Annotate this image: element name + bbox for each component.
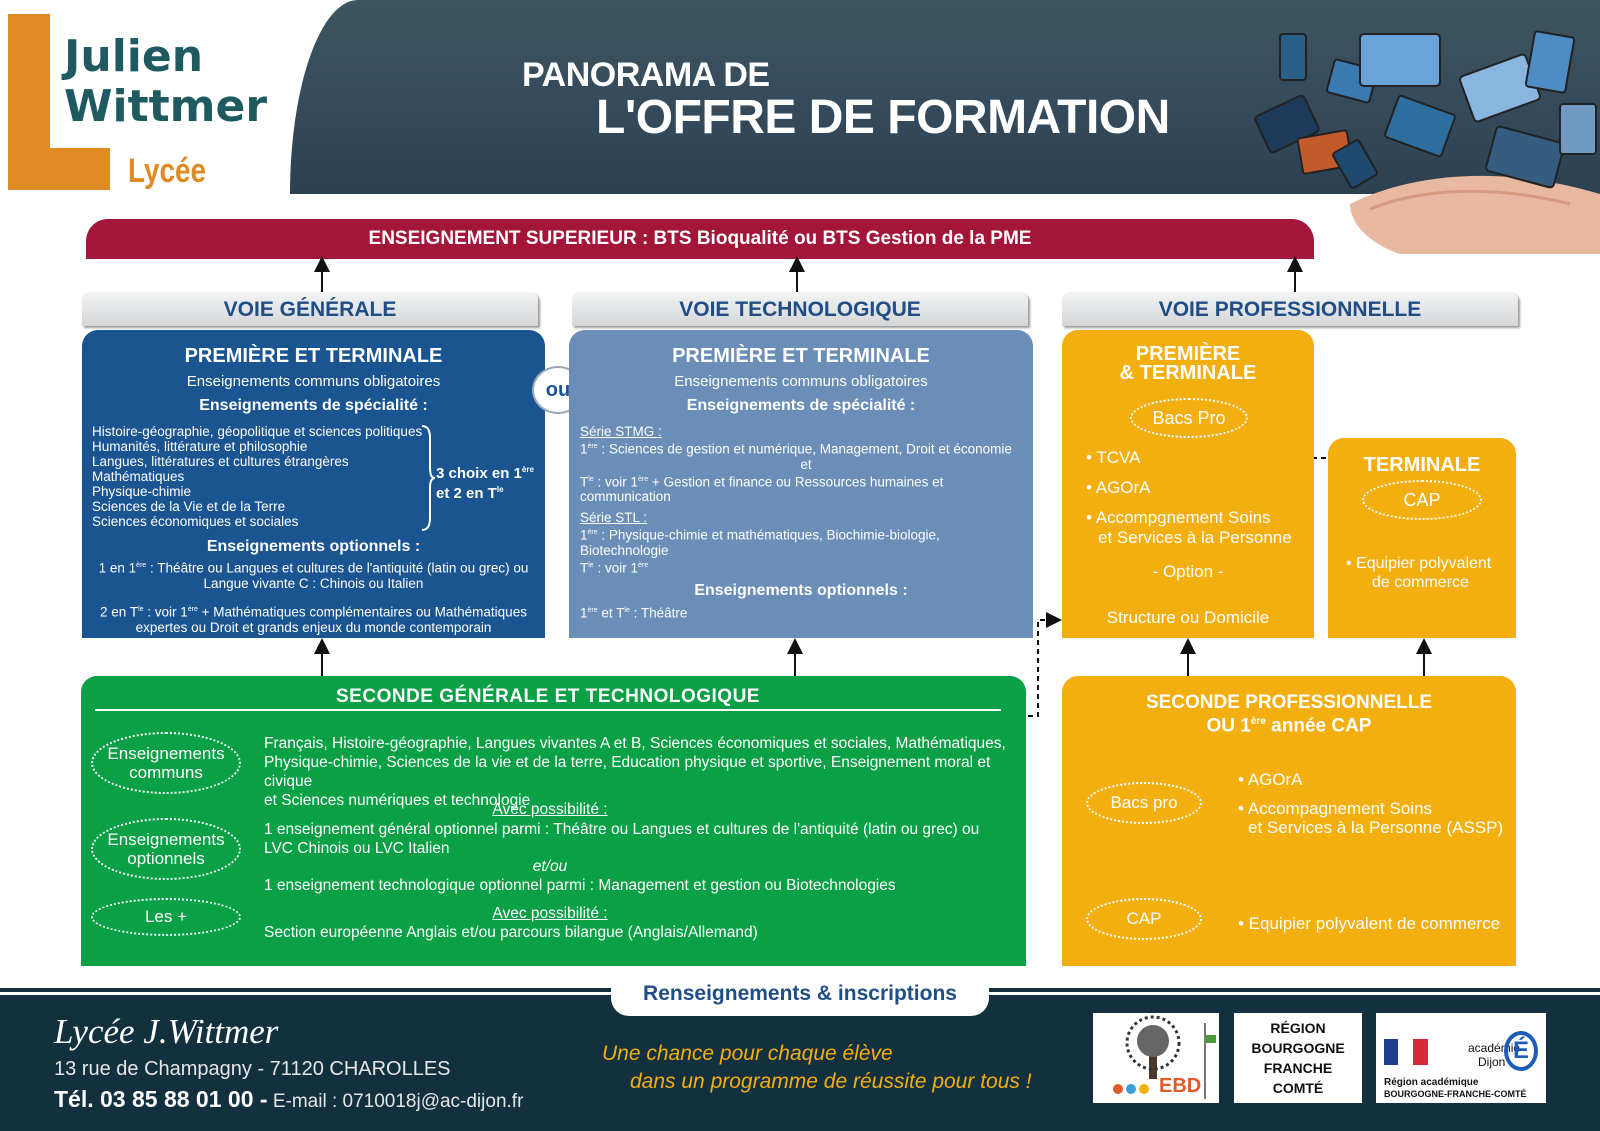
techno-optionnels-head: Enseignements optionnels : [694,582,908,599]
techno-stl: Série STL : 1ère : Physique-chimie et ma… [580,510,940,575]
seconde-opt-text2: 1 enseignement technologique optionnel p… [264,877,896,894]
terminale-item: • Equipier polyvalent de commerce [1346,555,1492,591]
technologique-card: PREMIÈRE ET TERMINALE Enseignements comm… [569,330,1033,638]
slogan-line1: Une chance pour chaque élève [602,1042,893,1065]
region-academique: Région académique [1384,1077,1479,1088]
seconde-opt-text1: 1 enseignement général optionnel parmi :… [264,821,980,857]
pro-option-values: Structure ou Domicile [1106,608,1270,627]
pro-title: PREMIÈRE& TERMINALE [1119,343,1257,384]
renseignements-tab: Renseignements & inscriptions [611,972,989,1016]
dijon-text: Dijon [1478,1055,1506,1069]
seconde-plus-text: Section européenne Anglais et/ou parcour… [264,924,758,941]
partner-region-logo: RÉGION BOURGOGNE FRANCHE COMTÉ [1234,1013,1362,1103]
techno-specialite-head: Enseignements de spécialité : [686,397,916,414]
avec-possibilite-1: Avec possibilité : [492,801,608,818]
footer-address: 13 rue de Champagny - 71120 CHAROLLES [54,1058,451,1080]
curly-brace-icon [421,425,436,531]
generale-card: PREMIÈRE ET TERMINALE Enseignements comm… [82,330,545,638]
footer-contact: Tél. 03 85 88 01 00 - E-mail : 0710018j@… [54,1086,523,1113]
specialite-item: Mathématiques [92,469,185,484]
generale-specialites-list: Histoire-géographie, géopolitique et sci… [92,424,432,529]
list-item: • AGOrA [1238,770,1303,789]
seconde-pro-bac-list: • AGOrA • Accompagnement Soins et Servic… [1238,770,1503,837]
seconde-gt-card: SECONDE GÉNÉRALE ET TECHNOLOGIQUE Enseig… [81,676,1026,966]
footer-email[interactable]: E-mail : 0710018j@ac-dijon.fr [267,1091,524,1112]
oval-enseignements-optionnels: Enseignements optionnels [91,818,241,880]
generale-opt1: 1 en 1ère : Théâtre ou Langues et cultur… [98,560,529,591]
techno-stmg: Série STMG : 1ère : Sciences de gestion … [580,424,1012,504]
marianne-flag-icon [1384,1039,1428,1065]
oval-bacs-pro-2: Bacs pro [1086,782,1202,824]
seconde-gt-title: SECONDE GÉNÉRALE ET TECHNOLOGIQUE [336,686,760,707]
footer-tel: Tél. 03 85 88 01 00 - [54,1086,268,1112]
list-item: • TCVA [1086,448,1141,467]
specialite-item: Physique-chimie [92,484,192,499]
partner-ebd-logo: EBD [1093,1013,1219,1103]
chalkboard-banner [290,0,1600,194]
etou: et/ou [532,858,568,875]
slogan-line2: dans un programme de réussite pour tous … [630,1070,1032,1093]
avec-possibilite-2: Avec possibilité : [492,905,608,922]
pro-premiere-terminale-card: PREMIÈRE& TERMINALE Bacs Pro • TCVA • AG… [1062,330,1314,638]
techno-opt: 1ère et Tle : Théâtre [580,605,688,621]
list-item: • Accompagnement Soins [1238,799,1433,818]
floating-devices-illustration [1254,30,1600,254]
tree-icon [1113,1015,1216,1099]
oval-cap: CAP [1362,480,1482,520]
logo-wittmer: Wittmer [64,81,268,132]
title-underline [95,709,1001,711]
list-item: et Services à la Personne [1098,528,1292,547]
techno-communs: Enseignements communs obligatoires [674,373,928,390]
voie-generale-tab: VOIE GÉNÉRALE [82,292,538,326]
seconde-pro-title: SECONDE PROFESSIONNELLE OU 1ère année CA… [1145,692,1433,737]
logo-lycee: Lycée [128,152,207,190]
list-item: et Services à la Personne (ASSP) [1248,818,1504,837]
voie-professionnelle-tab: VOIE PROFESSIONNELLE [1062,292,1518,326]
title-line2: L'OFFRE DE FORMATION [596,91,1170,144]
specialite-item: Langues, littératures et cultures étrang… [92,454,349,469]
seconde-pro-cap-item: • Equipier polyvalent de commerce [1238,914,1501,933]
ebd-text: EBD [1159,1075,1202,1097]
techno-title: PREMIÈRE ET TERMINALE [672,345,930,367]
oval-cap-2: CAP [1086,898,1202,940]
specialite-item: Sciences économiques et sociales [92,514,299,529]
generale-optionnels-head: Enseignements optionnels : [206,538,421,555]
list-item: • AGOrA [1086,478,1151,497]
partner-academie-logo: académie Dijon É Région académique BOURG… [1376,1013,1546,1103]
title-line1: PANORAMA DE [522,56,770,94]
logo-julien: Julien [64,31,204,82]
oval-les-plus: Les + [91,898,241,936]
region-academique-2: BOURGOGNE-FRANCHE-COMTÉ [1384,1089,1527,1099]
specialite-item: Sciences de la Vie et de la Terre [92,499,286,514]
generale-opt2: 2 en Tle : voir 1ère + Mathématiques com… [100,604,527,635]
generale-communs: Enseignements communs obligatoires [186,373,441,390]
footer-school-name: Lycée J.Wittmer [54,1012,279,1051]
list-item: • Accompgnement Soins [1086,508,1271,527]
generale-title: PREMIÈRE ET TERMINALE [184,345,443,367]
generale-choix: 3 choix en 1ère et 2 en Tle [436,465,534,502]
terminale-cap-card: TERMINALE CAP • Equipier polyvalent de c… [1328,438,1516,638]
oval-bacs-pro: Bacs Pro [1130,398,1248,438]
oval-enseignements-communs: Enseignements communs [91,732,241,794]
generale-specialite-head: Enseignements de spécialité : [199,397,428,414]
specialite-item: Humanités, littérature et philosophie [92,439,308,454]
logo-l-shape [8,14,110,190]
enseignement-superieur-banner: ENSEIGNEMENT SUPERIEUR : BTS Bioqualité … [86,219,1314,259]
pro-option: - Option - [1152,562,1224,581]
seconde-pro-card: SECONDE PROFESSIONNELLE OU 1ère année CA… [1062,676,1516,966]
specialite-item: Histoire-géographie, géopolitique et sci… [92,424,423,439]
seconde-communs-text: Français, Histoire-géographie, Langues v… [264,735,1006,809]
terminale-title: TERMINALE [1363,454,1481,476]
pro-list: • TCVA • AGOrA • Accompgnement Soins et … [1086,448,1292,548]
academie-e-icon: É [1504,1031,1538,1071]
voie-technologique-tab: VOIE TECHNOLOGIQUE [572,292,1028,326]
